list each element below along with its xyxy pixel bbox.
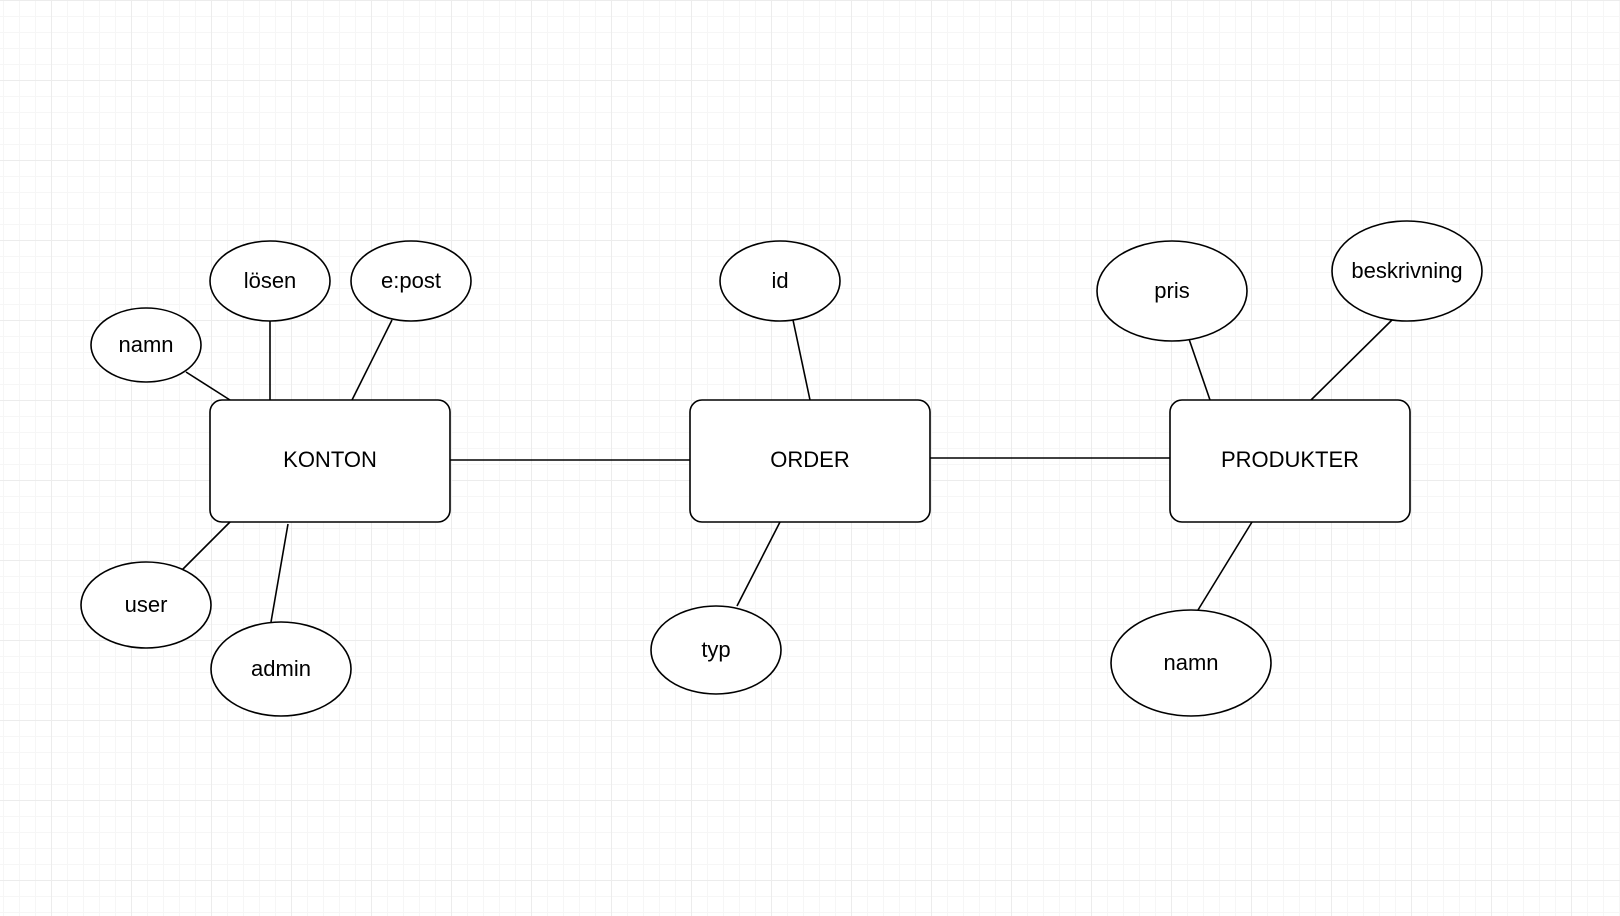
attribute-konton-user[interactable]: user <box>80 561 212 649</box>
attribute-konton-admin-label: admin <box>251 656 311 681</box>
attribute-order-typ[interactable]: typ <box>650 605 782 695</box>
attribute-produkter-namn-label: namn <box>1163 650 1218 675</box>
attribute-produkter-namn[interactable]: namn <box>1110 609 1272 717</box>
attribute-order-id-label: id <box>771 268 788 293</box>
attribute-produkter-pris[interactable]: pris <box>1096 240 1248 342</box>
attribute-konton-admin[interactable]: admin <box>210 621 352 717</box>
edge-produkter-beskrivning[interactable] <box>1310 319 1393 401</box>
attribute-order-typ-label: typ <box>701 637 730 662</box>
entity-order[interactable]: ORDER <box>689 399 931 523</box>
attribute-konton-user-label: user <box>125 592 168 617</box>
attribute-konton-losen[interactable]: lösen <box>209 240 331 322</box>
attribute-order-id[interactable]: id <box>719 240 841 322</box>
attribute-konton-losen-label: lösen <box>244 268 297 293</box>
entity-produkter[interactable]: PRODUKTER <box>1169 399 1411 523</box>
entity-order-label: ORDER <box>770 447 849 472</box>
edge-produkter-namn[interactable] <box>1197 521 1253 611</box>
edge-konton-namn[interactable] <box>185 371 231 401</box>
edge-order-id[interactable] <box>792 319 811 401</box>
edge-order-typ[interactable] <box>736 521 781 607</box>
attribute-produkter-pris-label: pris <box>1154 278 1189 303</box>
attribute-konton-namn-label: namn <box>118 332 173 357</box>
attribute-konton-namn[interactable]: namn <box>90 307 202 383</box>
edge-konton-epost[interactable] <box>351 319 393 401</box>
attribute-produkter-beskrivning-label: beskrivning <box>1351 258 1462 283</box>
edge-konton-user[interactable] <box>181 521 231 571</box>
edge-konton-admin[interactable] <box>270 523 289 623</box>
attribute-produkter-beskrivning[interactable]: beskrivning <box>1331 220 1483 322</box>
entity-konton[interactable]: KONTON <box>209 399 451 523</box>
edge-produkter-pris[interactable] <box>1188 338 1211 401</box>
entity-konton-label: KONTON <box>283 447 377 472</box>
attribute-konton-epost[interactable]: e:post <box>350 240 472 322</box>
entity-produkter-label: PRODUKTER <box>1221 447 1359 472</box>
attribute-konton-epost-label: e:post <box>381 268 441 293</box>
